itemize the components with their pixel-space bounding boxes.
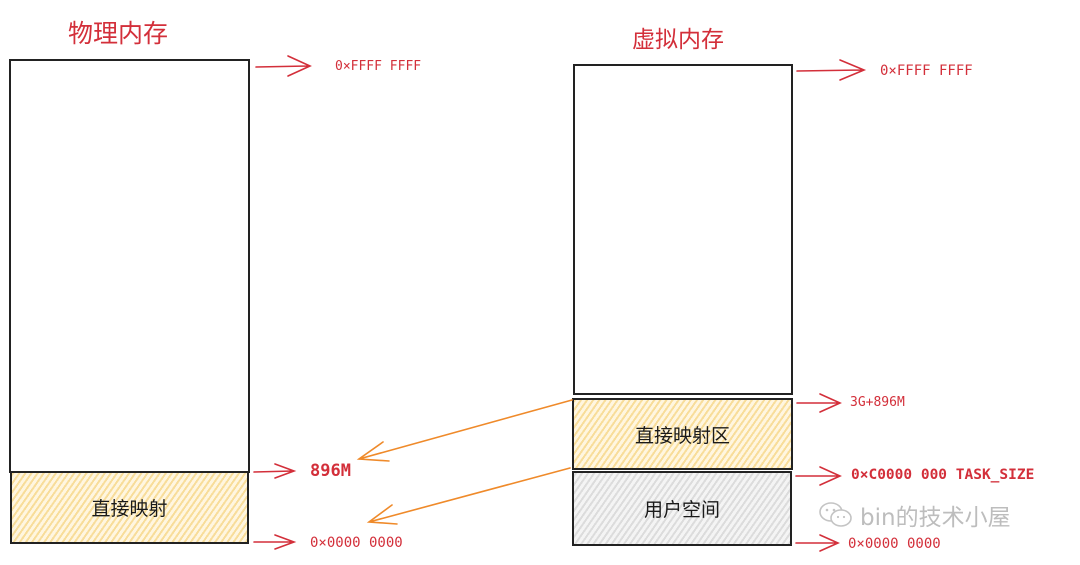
arrow-right-icon xyxy=(796,393,842,413)
physical-896m-address: 896M xyxy=(310,461,351,481)
arrow-right-icon xyxy=(796,59,867,81)
virtual-task-size-address: 0×C0000 000 TASK_SIZE xyxy=(851,467,1035,483)
user-space-region: 用户空间 xyxy=(572,471,792,546)
arrow-right-icon xyxy=(253,534,297,550)
mapping-arrow-icon xyxy=(366,467,571,525)
physical-direct-mapping-label: 直接映射 xyxy=(91,498,168,520)
arrow-right-icon xyxy=(253,463,297,479)
physical-memory-block xyxy=(9,59,250,473)
virtual-direct-mapping-label: 直接映射区 xyxy=(634,424,730,447)
arrow-right-icon xyxy=(255,55,312,77)
watermark-text: bin的技术小屋 xyxy=(860,505,1011,531)
virtual-direct-top-address: 3G+896M xyxy=(850,395,905,410)
physical-top-address: 0×FFFF FFFF xyxy=(335,59,422,74)
arrow-right-icon xyxy=(795,466,842,486)
arrow-right-icon xyxy=(795,534,840,552)
virtual-memory-block xyxy=(573,64,793,395)
virtual-memory-title: 虚拟内存 xyxy=(632,27,724,53)
physical-direct-mapping-region: 直接映射 xyxy=(10,471,249,544)
user-space-label: 用户空间 xyxy=(643,499,720,521)
physical-bottom-address: 0×0000 0000 xyxy=(310,535,403,551)
wechat-icon xyxy=(819,502,852,527)
virtual-bottom-address: 0×0000 0000 xyxy=(848,536,941,552)
virtual-direct-mapping-region: 直接映射区 xyxy=(572,398,793,470)
mapping-arrow-icon xyxy=(356,399,573,462)
physical-memory-title: 物理内存 xyxy=(68,19,169,48)
virtual-top-address: 0×FFFF FFFF xyxy=(880,63,973,79)
watermark: bin的技术小屋 xyxy=(818,498,1011,532)
